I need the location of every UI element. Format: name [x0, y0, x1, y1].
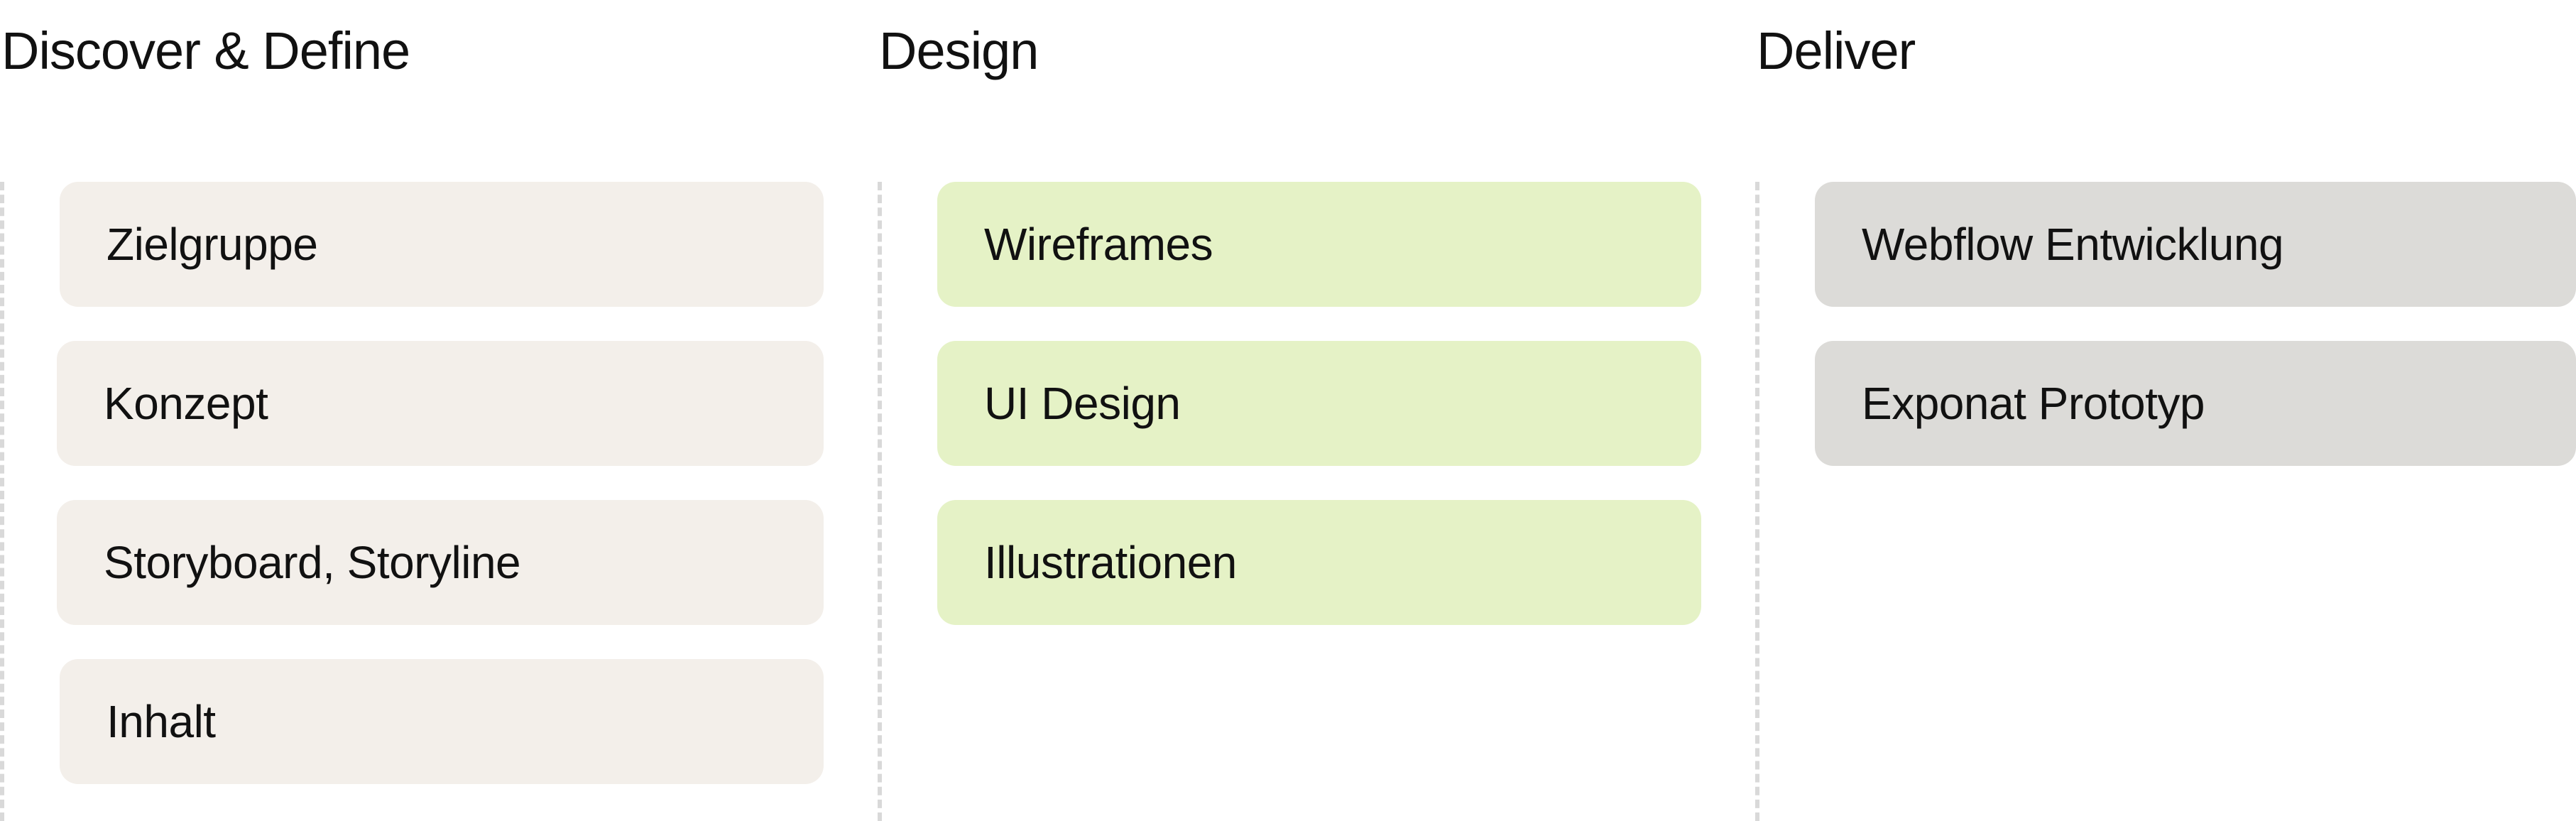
card-list: Webflow Entwicklung Exponat Prototyp	[1815, 182, 2576, 500]
column-divider	[878, 182, 882, 821]
card-exponat-prototyp: Exponat Prototyp	[1815, 341, 2576, 466]
card-webflow-entwicklung: Webflow Entwicklung	[1815, 182, 2576, 307]
card-zielgruppe: Zielgruppe	[60, 182, 824, 307]
column-design: Design Wireframes UI Design Illustration…	[878, 0, 1730, 821]
card-wireframes: Wireframes	[937, 182, 1701, 307]
column-discover-define: Discover & Define Zielgruppe Konzept Sto…	[0, 0, 852, 821]
column-title: Discover & Define	[1, 21, 410, 80]
column-deliver: Deliver Webflow Entwicklung Exponat Prot…	[1755, 0, 2576, 821]
column-divider	[1755, 182, 1759, 821]
card-ui-design: UI Design	[937, 341, 1701, 466]
card-inhalt: Inhalt	[60, 659, 824, 784]
card-storyboard: Storyboard, Storyline	[57, 500, 824, 625]
column-title: Deliver	[1757, 21, 1916, 80]
card-list: Zielgruppe Konzept Storyboard, Storyline…	[57, 182, 824, 818]
column-divider	[0, 182, 4, 821]
card-konzept: Konzept	[57, 341, 824, 466]
card-list: Wireframes UI Design Illustrationen	[937, 182, 1701, 659]
column-title: Design	[879, 21, 1039, 80]
card-illustrationen: Illustrationen	[937, 500, 1701, 625]
